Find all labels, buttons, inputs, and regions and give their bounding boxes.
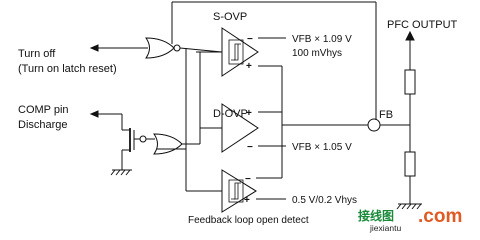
vfb-109-label: VFB × 1.09 V [292,34,352,45]
watermark-site-text: jiexiantu [369,223,401,233]
turn-off-arrow [89,44,99,52]
or-gate-turn-off [145,37,175,59]
mvhys-label: 100 mVhys [292,48,342,59]
d-ovp-minus-sign: − [247,142,253,153]
fb-open-minus-sign: − [245,174,251,185]
watermark: 接线图 .com jiexiantu [358,206,462,233]
divider-ground-icon [396,203,422,210]
pfc-output-arrow [405,30,415,41]
or-gate-discharge [153,133,183,155]
or-gate-turn-off-bubble [173,44,181,52]
discharge-label: Discharge [18,119,68,131]
circuit-diagram: S-OVP D-OVP Turn off (Turn on latch rese… [18,1,463,233]
comp-pin-label: COMP pin [18,104,69,116]
s-ovp-plus-sign: + [246,61,252,72]
mosfet-ground-icon [110,169,132,176]
upper-resistor [404,69,416,95]
lower-resistor [404,151,416,177]
fb-open-hysteresis-icon [231,182,241,200]
fb-open-hysteresis-box [228,179,244,203]
diagram-svg: S-OVP D-OVP Turn off (Turn on latch rese… [18,1,462,233]
d-ovp-label: D-OVP [213,108,248,120]
turn-off-label: Turn off [18,48,56,60]
turn-on-latch-label: (Turn on latch reset) [18,63,117,75]
fb-open-comparator [221,169,257,213]
watermark-logo-text: 接线图 [358,208,394,223]
comp-pin-arrow [89,110,99,118]
s-ovp-hysteresis-box [228,39,244,65]
d-ovp-plus-sign: + [246,108,252,119]
vfb-105-label: VFB × 1.05 V [292,142,352,153]
s-ovp-hysteresis-icon [231,43,241,61]
s-ovp-label: S-OVP [213,11,247,23]
feedback-open-label: Feedback loop open detect [188,215,309,226]
pfc-output-label: PFC OUTPUT [387,19,458,31]
s-ovp-minus-sign: − [247,34,253,45]
v05-02-label: 0.5 V/0.2 Vhys [292,195,357,206]
fb-open-plus-sign: + [244,195,250,206]
watermark-com-text: .com [418,206,462,227]
fb-label: FB [379,109,393,121]
